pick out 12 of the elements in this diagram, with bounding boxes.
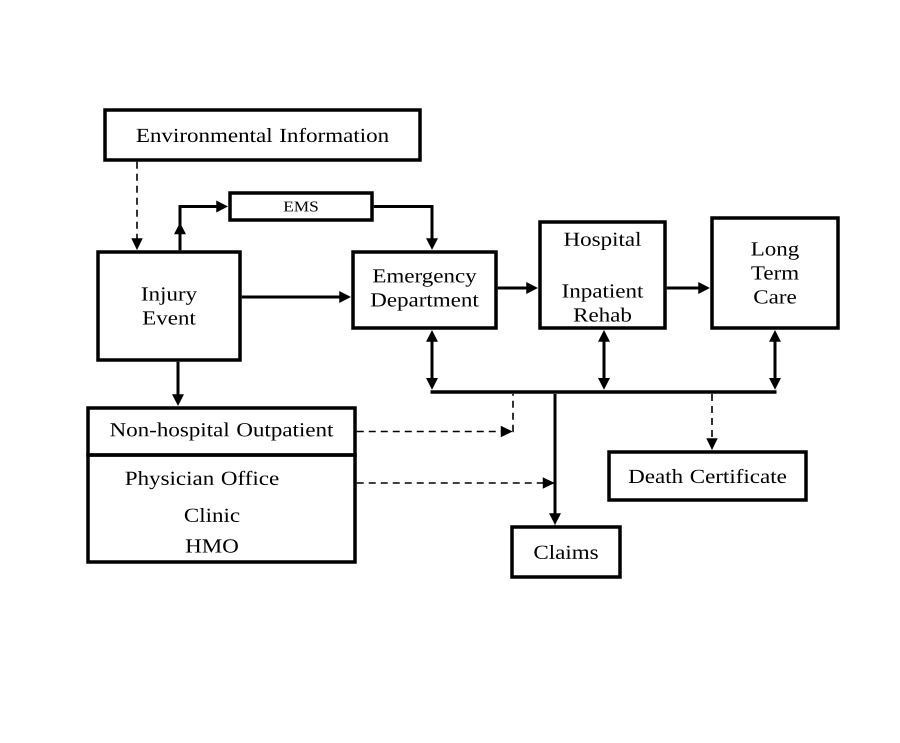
process-box: EMS — [228, 191, 374, 222]
process-box: Environmental Information — [103, 108, 422, 162]
process-box: Injury Event — [96, 250, 242, 362]
dashed-arrow — [356, 477, 556, 526]
junction-bar — [430, 390, 776, 394]
process-box: Non-hospital Outpatient — [86, 406, 357, 457]
process-box: Hospital Inpatient Rehab — [538, 220, 667, 330]
process-box: Claims — [510, 525, 622, 579]
process-box: Long Term Care — [710, 216, 840, 330]
process-box: Physician Office Clinic HMO — [86, 453, 357, 564]
process-box: Death Certificate — [607, 450, 808, 502]
process-box: Emergency Department — [351, 250, 498, 330]
